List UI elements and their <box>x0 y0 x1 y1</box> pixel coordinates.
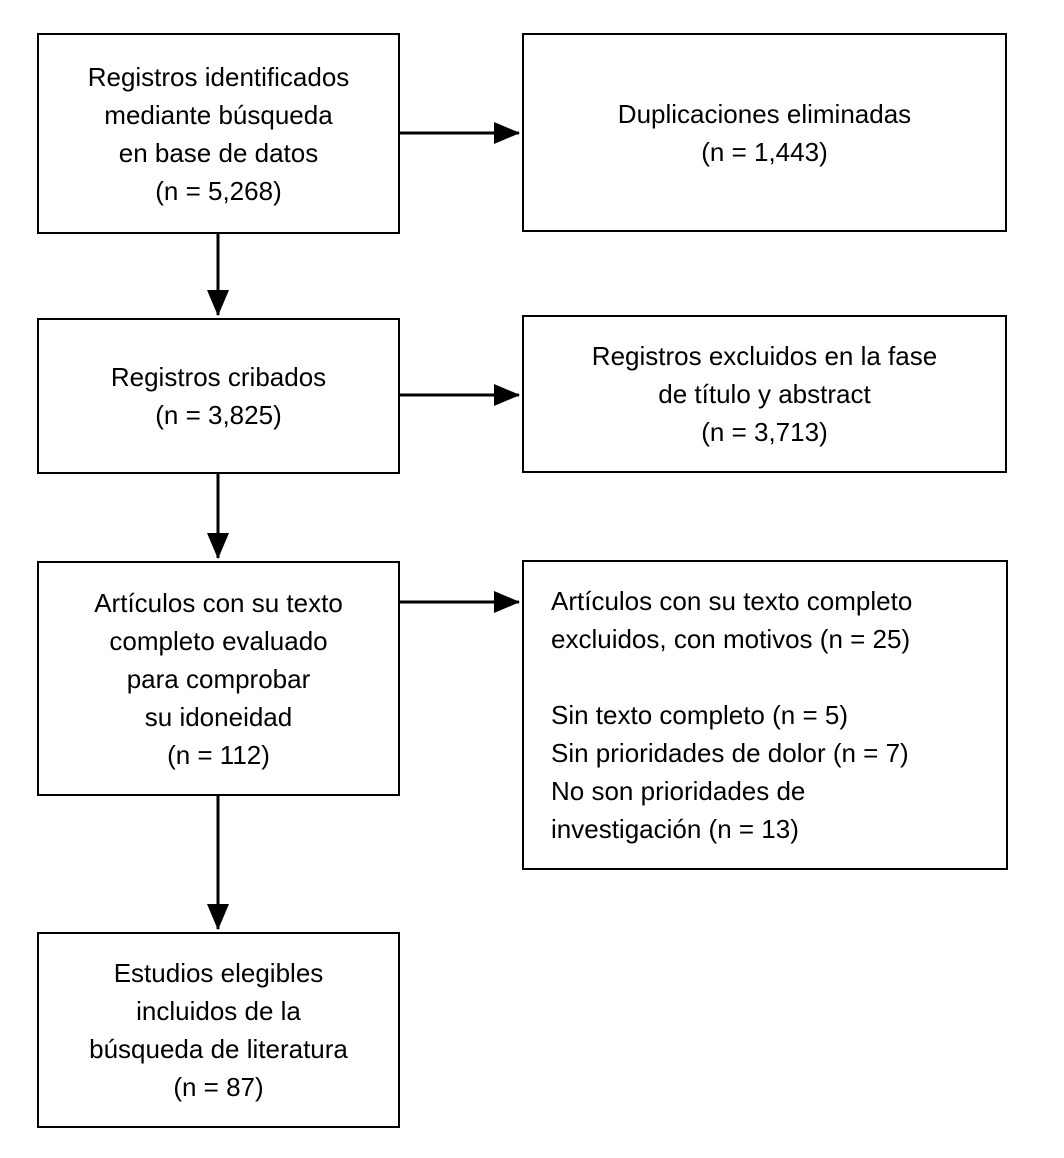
flow-box-fulltext-assessed: Artículos con su texto completo evaluado… <box>37 561 400 796</box>
flow-box-excluded-title-abstract-text: Registros excluidos en la fase de título… <box>591 341 938 447</box>
flow-box-screened-text: Registros cribados (n = 3,825) <box>110 362 327 430</box>
flow-box-included-text: Estudios elegibles incluidos de la búsqu… <box>89 958 348 1102</box>
flow-box-excluded-title-abstract: Registros excluidos en la fase de título… <box>522 315 1007 473</box>
flow-box-duplicates-removed-text: Duplicaciones eliminadas (n = 1,443) <box>617 98 912 167</box>
flow-box-screened: Registros cribados (n = 3,825) <box>37 318 400 474</box>
flow-box-fulltext-assessed-text: Artículos con su texto completo evaluado… <box>94 587 343 770</box>
flow-box-duplicates-removed: Duplicaciones eliminadas (n = 1,443) <box>522 33 1007 232</box>
flow-box-identified-text: Registros identificados mediante búsqued… <box>87 61 350 206</box>
flow-box-fulltext-excluded-text: Artículos con su texto completo excluido… <box>551 586 913 844</box>
flow-box-identified: Registros identificados mediante búsqued… <box>37 33 400 234</box>
flow-box-included: Estudios elegibles incluidos de la búsqu… <box>37 932 400 1128</box>
flow-box-fulltext-excluded: Artículos con su texto completo excluido… <box>522 560 1008 870</box>
